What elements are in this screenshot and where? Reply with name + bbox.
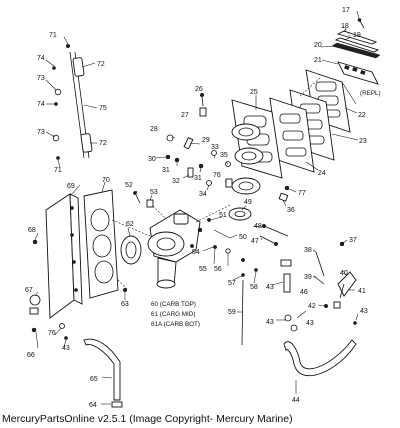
callout-31b: 31	[194, 175, 202, 182]
note-repl: (REPL)	[360, 90, 381, 97]
callout-77: 77	[298, 190, 306, 197]
callout-38: 38	[304, 247, 312, 254]
callout-49: 49	[244, 199, 252, 206]
callout-42: 42	[308, 303, 316, 310]
callout-71b: 71	[54, 167, 62, 174]
callout-32: 32	[172, 178, 180, 185]
callout-29: 29	[202, 137, 210, 144]
callout-44: 44	[292, 397, 300, 404]
callout-labels: 17 18 19 20 21 (REPL) 22 23 24 25 26 27 …	[25, 7, 381, 409]
callout-25: 25	[250, 89, 258, 96]
callout-33: 33	[211, 144, 219, 151]
callout-55: 55	[199, 266, 207, 273]
callout-46: 46	[300, 289, 308, 296]
callout-48: 48	[254, 223, 262, 230]
callout-57: 57	[228, 280, 236, 287]
callout-43e: 43	[360, 308, 368, 315]
callout-22: 22	[358, 112, 366, 119]
callout-62: 62	[126, 221, 134, 228]
callout-56: 56	[214, 266, 222, 273]
callout-39: 39	[304, 274, 312, 281]
callout-43b: 43	[306, 320, 314, 327]
callout-20: 20	[314, 42, 322, 49]
callout-68: 68	[28, 227, 36, 234]
callout-37: 37	[349, 237, 357, 244]
callout-52: 52	[125, 182, 133, 189]
callout-28: 28	[150, 126, 158, 133]
callout-31a: 31	[162, 167, 170, 174]
callout-35: 35	[220, 152, 228, 159]
callout-73a: 73	[37, 75, 45, 82]
carburetor-intake-exploded-diagram: 17 18 19 20 21 (REPL) 22 23 24 25 26 27 …	[25, 7, 381, 409]
callout-26: 26	[195, 86, 203, 93]
callout-59: 59	[228, 309, 236, 316]
callout-23: 23	[359, 138, 367, 145]
callout-17: 17	[342, 7, 350, 14]
callout-51: 51	[219, 212, 227, 219]
callout-21: 21	[314, 57, 322, 64]
callout-19: 19	[353, 32, 361, 39]
callout-70: 70	[102, 177, 110, 184]
note-carb-top: 60 (CARB TOP)	[151, 301, 196, 308]
callout-64: 64	[89, 402, 97, 409]
linkage-parts	[165, 92, 290, 346]
callout-73b: 73	[37, 129, 45, 136]
callout-71a: 71	[49, 32, 57, 39]
air-box-plates	[29, 189, 151, 340]
callout-18: 18	[341, 23, 349, 30]
callout-74b: 74	[37, 101, 45, 108]
callout-72a: 72	[97, 61, 105, 68]
callout-43d: 43	[266, 319, 274, 326]
callout-63: 63	[121, 301, 129, 308]
callout-74a: 74	[37, 55, 45, 62]
callout-50: 50	[239, 234, 247, 241]
callout-41: 41	[358, 288, 366, 295]
callout-54: 54	[192, 249, 200, 256]
callout-24: 24	[318, 170, 326, 177]
callout-66: 66	[27, 352, 35, 359]
callout-36: 36	[287, 207, 295, 214]
callout-65: 65	[90, 376, 98, 383]
carburetor	[120, 191, 231, 289]
callout-76b: 76	[48, 330, 56, 337]
callout-53: 53	[150, 189, 158, 196]
callout-67: 67	[25, 287, 33, 294]
callout-34: 34	[199, 191, 207, 198]
callout-72b: 72	[99, 140, 107, 147]
callout-47: 47	[251, 238, 259, 245]
note-carb-bot: 61A (CARB BOT)	[151, 321, 200, 328]
callout-76: 76	[213, 172, 221, 179]
callout-75: 75	[99, 105, 107, 112]
link-rod-bracket	[52, 43, 93, 160]
callout-43a: 43	[62, 345, 70, 352]
callout-27: 27	[181, 112, 189, 119]
callout-43c: 43	[266, 284, 274, 291]
leader-lines	[34, 10, 360, 405]
callout-40: 40	[340, 270, 348, 277]
callout-30: 30	[148, 156, 156, 163]
note-carb-mid: 61 (CARG MID)	[151, 311, 195, 318]
callout-69: 69	[67, 183, 75, 190]
reed-valve-assembly	[231, 18, 381, 195]
image-copyright-caption: MercuryPartsOnline v2.5.1 (Image Copyrig…	[2, 413, 293, 425]
callout-58: 58	[250, 284, 258, 291]
